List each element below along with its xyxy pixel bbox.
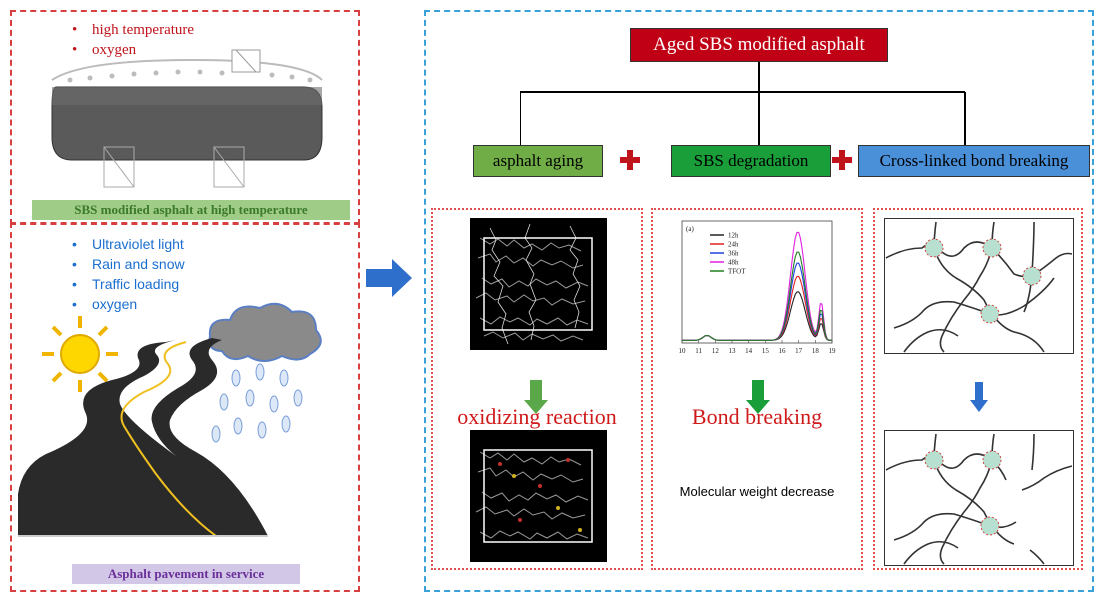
- condition-item: oxygen: [68, 294, 185, 314]
- arrow-down-icon: [970, 382, 988, 412]
- legend-label: 36h: [728, 250, 739, 258]
- column-cross-linked-bond-breaking: [873, 208, 1083, 570]
- left-bottom-caption: Asphalt pavement in service: [72, 564, 300, 584]
- sun-icon: [42, 316, 118, 392]
- connector-lines: [520, 62, 966, 148]
- series-line-36h: [682, 262, 832, 341]
- column-asphalt-aging: [431, 208, 643, 570]
- left-top-panel: high temperature oxygen SBS modified asp…: [10, 10, 360, 225]
- diagram-title: Aged SBS modified asphalt: [630, 28, 888, 62]
- arrow-right-icon: [366, 259, 412, 297]
- condition-item: Rain and snow: [68, 254, 185, 274]
- molecular-structure-after: [470, 430, 607, 562]
- x-tick-label: 18: [812, 347, 820, 355]
- oxidizing-reaction-label: oxidizing reaction: [457, 404, 617, 429]
- condition-item: oxygen: [68, 40, 194, 60]
- x-tick-label: 10: [679, 347, 687, 355]
- right-panel: [424, 10, 1094, 592]
- crosslinked-network-after: [884, 430, 1074, 566]
- condition-item: Ultraviolet light: [68, 234, 185, 254]
- left-top-caption: SBS modified asphalt at high temperature: [32, 200, 350, 220]
- category-sbs-degradation: SBS degradation: [671, 145, 831, 177]
- plus-icon: [832, 150, 852, 170]
- asphalt-tank-illustration: [51, 49, 323, 188]
- panel-label: (a): [686, 225, 694, 233]
- category-asphalt-aging: asphalt aging: [473, 145, 603, 177]
- condition-item: high temperature: [68, 20, 194, 40]
- crosslinked-network-before: [884, 218, 1074, 354]
- x-tick-label: 19: [829, 347, 837, 355]
- service-conditions-list: Ultraviolet light Rain and snow Traffic …: [68, 234, 185, 314]
- molecular-weight-note: Molecular weight decrease: [679, 484, 835, 499]
- legend-label: 12h: [728, 232, 739, 240]
- series-line-tfot: [682, 251, 832, 341]
- x-tick-label: 14: [745, 347, 753, 355]
- arrow-down-icon: [524, 380, 548, 414]
- conditions-list: high temperature oxygen: [68, 20, 194, 60]
- condition-item: Traffic loading: [68, 274, 185, 294]
- road-illustration: [18, 338, 268, 537]
- left-bottom-panel: Ultraviolet light Rain and snow Traffic …: [10, 222, 360, 592]
- legend-label: 48h: [728, 259, 739, 267]
- category-cross-linked-bond-breaking: Cross-linked bond breaking: [858, 145, 1090, 177]
- molecular-structure-before: [470, 218, 607, 350]
- x-tick-label: 12: [712, 347, 720, 355]
- legend-label: TFOT: [728, 268, 746, 276]
- x-tick-label: 17: [795, 347, 803, 355]
- legend-label: 24h: [728, 241, 739, 249]
- x-tick-label: 16: [779, 347, 787, 355]
- column-sbs-degradation: [651, 208, 863, 570]
- x-tick-label: 13: [729, 347, 737, 355]
- bond-breaking-label: Bond breaking: [691, 404, 823, 429]
- rain-cloud-icon: [208, 302, 322, 443]
- plus-icon: [620, 150, 640, 170]
- plot-frame: [681, 220, 833, 344]
- x-tick-label: 15: [762, 347, 770, 355]
- arrow-down-icon: [746, 380, 770, 414]
- x-tick-label: 11: [695, 347, 702, 355]
